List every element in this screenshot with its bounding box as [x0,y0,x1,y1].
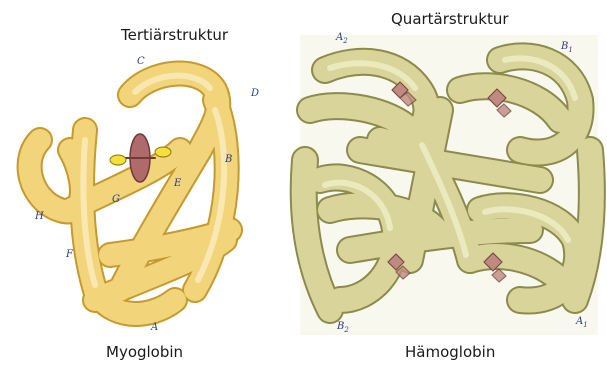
subunit-label-b2: B2 [337,321,349,334]
helix-label-e: E [174,178,181,189]
helix-label-b: B [225,154,232,165]
myoglobin-caption: Myoglobin [106,343,183,361]
subunit-label-b1: B1 [561,41,573,54]
helix-label-h: H [35,211,44,222]
subunit-label-a2: A2 [336,32,348,45]
helix-label-d: D [251,88,259,99]
helix-label-a: A [151,322,158,333]
helix-label-c: C [137,56,145,67]
helix-label-g: G [112,194,120,205]
hemoglobin-caption: Hämoglobin [405,343,495,361]
myoglobin-figure [30,74,230,314]
subunit-label-a1: A1 [576,316,588,329]
helix-label-f: F [66,249,73,260]
tertiary-structure-title: Tertiärstruktur [121,26,228,44]
quaternary-structure-title: Quartärstruktur [391,10,509,28]
hemoglobin-figure [300,35,598,335]
